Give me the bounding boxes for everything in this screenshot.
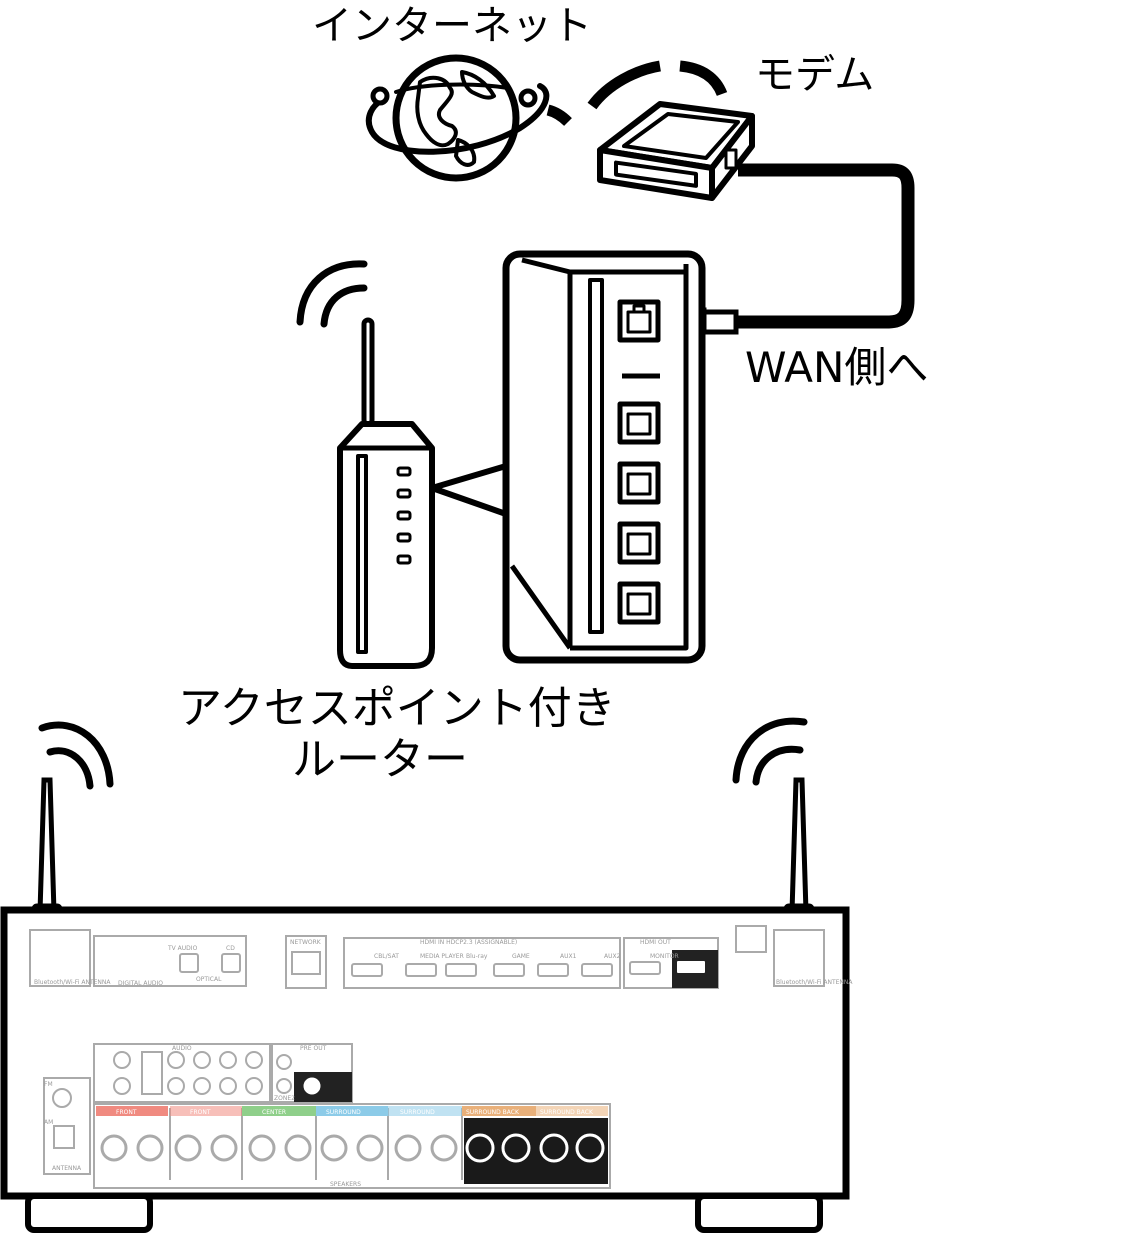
monitor-label: MONITOR (650, 953, 679, 960)
modem-icon (597, 101, 755, 201)
cd-label: CD (226, 945, 235, 952)
hdmi-input-6: AUX2 (604, 953, 621, 960)
highlighted-ports (294, 950, 718, 1184)
speaker-group-2: FRONT (190, 1109, 211, 1116)
fm-label: FM (44, 1081, 53, 1088)
speaker-group-7: SURROUND BACK (540, 1109, 594, 1116)
router-icon (296, 260, 435, 669)
speaker-color-bands (96, 1106, 608, 1116)
hdmi-input-2: MEDIA PLAYER (420, 953, 464, 960)
globe-icon (365, 54, 550, 182)
router-label-line1: アクセスポイント付き (178, 683, 616, 734)
optical-label: OPTICAL (196, 976, 222, 983)
speaker-group-5: SURROUND (400, 1109, 435, 1116)
antenna-label: ANTENNA (52, 1165, 82, 1172)
audio-label: AUDIO (172, 1045, 192, 1052)
receiver-feet (25, 1193, 823, 1233)
wan-port (617, 299, 661, 343)
receiver-wifi-left (38, 721, 114, 790)
speaker-group-6: SURROUND BACK (466, 1109, 520, 1116)
zone2-label: ZONE2 (274, 1095, 295, 1102)
wan-label: WAN側へ (745, 343, 929, 392)
internet-link (546, 60, 728, 126)
speaker-terminals (100, 1134, 458, 1162)
receiver-rear-panel (29, 925, 825, 1189)
wan-cable (734, 163, 915, 329)
am-label: AM (44, 1119, 53, 1126)
network-label: NETWORK (290, 939, 322, 946)
antenna-right-label: Bluetooth/Wi-Fi ANTENNA (776, 979, 853, 986)
hdmi-input-4: GAME (512, 953, 530, 960)
hdmi-input-1: CBL/SAT (374, 953, 399, 960)
tv-audio-label: TV AUDIO (167, 945, 198, 952)
speaker-group-3: CENTER (262, 1109, 286, 1116)
digital-audio-label: DIGITAL AUDIO (118, 980, 163, 987)
antenna-left-label: Bluetooth/Wi-Fi ANTENNA (34, 979, 111, 986)
lan-ports (617, 401, 661, 625)
speakers-label: SPEAKERS (330, 1181, 361, 1188)
pre-out-label: PRE OUT (300, 1045, 327, 1052)
modem-label: モデム (755, 52, 875, 98)
receiver-wifi-right (732, 717, 808, 786)
callout-pointer (431, 463, 507, 517)
router-port-panel (502, 250, 706, 664)
internet-label: インターネット (312, 3, 592, 49)
speaker-group-4: SURROUND (326, 1109, 361, 1116)
subwoofer-label: SUBWOOFER (308, 1061, 347, 1068)
speaker-group-1: FRONT (116, 1109, 137, 1116)
hdmi-input-5: AUX1 (560, 953, 577, 960)
hdmi-out-label: HDMI OUT (640, 939, 671, 946)
hdmi-in-label: HDMI IN HDCP2.3 (ASSIGNABLE) (420, 939, 517, 946)
router-label-line2: ルーター (292, 734, 468, 785)
hdmi-input-3: Blu-ray (466, 953, 488, 960)
